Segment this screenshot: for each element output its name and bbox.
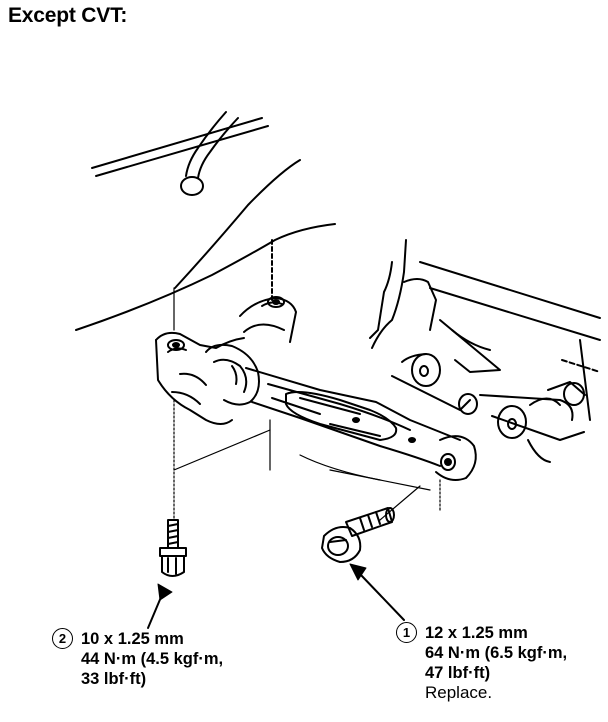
arrow-icon bbox=[147, 563, 405, 629]
subframe bbox=[369, 239, 601, 463]
reference-lines bbox=[173, 287, 441, 521]
page-title: Except CVT: bbox=[8, 4, 128, 27]
body-panel bbox=[75, 111, 336, 331]
pipe-cap-icon bbox=[180, 176, 204, 196]
callout-number-2: 2 bbox=[52, 628, 73, 649]
bolt-2-torque-nm: 44 N·m (4.5 kgf·m, bbox=[81, 650, 224, 668]
bolt-1-replace-note: Replace. bbox=[425, 683, 493, 702]
lower-arm bbox=[155, 296, 477, 481]
bolt-1-torque-nm: 64 N·m (6.5 kgf·m, bbox=[425, 644, 568, 662]
bolt-2-torque-lbf: 33 lbf·ft) bbox=[81, 670, 147, 688]
bolt-1-torque-lbf: 47 lbf·ft) bbox=[425, 664, 491, 682]
bolt-icon bbox=[159, 519, 187, 577]
bolt-2-size: 10 x 1.25 mm bbox=[81, 630, 184, 648]
bolt-1-size: 12 x 1.25 mm bbox=[425, 624, 528, 642]
callout-bolt-2: 2 10 x 1.25 mm 44 N·m (4.5 kgf·m, 33 lbf·… bbox=[52, 628, 223, 689]
callout-number-1: 1 bbox=[396, 622, 417, 643]
flange-bolt-icon bbox=[321, 507, 395, 563]
callout-bolt-1: 1 12 x 1.25 mm 64 N·m (6.5 kgf·m, 47 lbf·… bbox=[396, 622, 567, 703]
